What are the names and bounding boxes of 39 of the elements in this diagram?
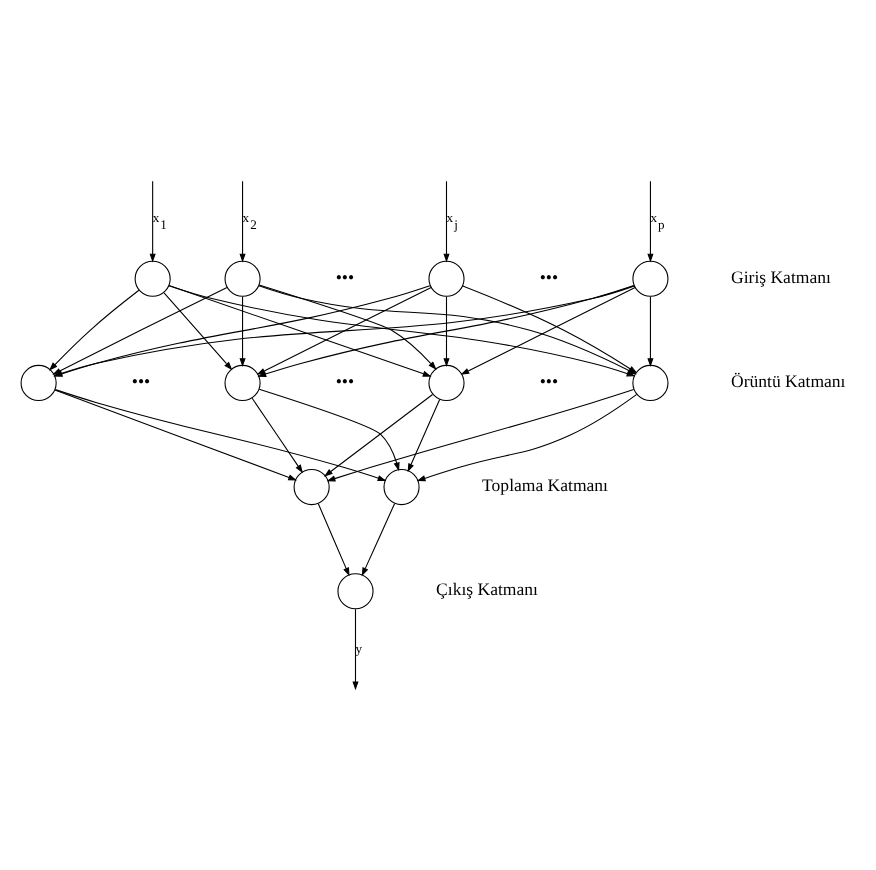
arrow <box>239 180 246 263</box>
label: Giriş Katmanı <box>731 266 831 287</box>
node-circle <box>428 260 465 297</box>
arrow <box>49 289 140 371</box>
label: ••• <box>539 371 559 392</box>
arrow <box>647 180 654 263</box>
arrow <box>416 393 638 482</box>
arrow <box>323 394 434 477</box>
node-circle <box>293 469 330 506</box>
node-circle <box>224 260 261 297</box>
node-circle <box>383 469 420 506</box>
node-circle <box>224 364 261 401</box>
arrow <box>149 180 156 263</box>
arrow <box>443 180 450 263</box>
arrow <box>54 389 387 482</box>
arrow <box>258 388 400 472</box>
label: ••• <box>335 371 355 392</box>
label: Çıkış Katmanı <box>436 579 538 600</box>
arrow <box>239 296 246 367</box>
node-circle <box>428 364 465 401</box>
arrow <box>352 608 359 691</box>
node-circle <box>632 260 669 297</box>
label: ••• <box>539 266 559 287</box>
arrow <box>163 292 233 371</box>
arrow <box>361 503 396 577</box>
label: Toplama Katmanı <box>482 475 608 496</box>
node-circle <box>134 260 171 297</box>
node-circle <box>337 573 374 610</box>
label: ••• <box>335 266 355 287</box>
arrow <box>647 296 654 367</box>
node-circle <box>632 364 669 401</box>
arrow <box>443 296 450 367</box>
arrow <box>54 389 297 481</box>
label: Örüntü Katmanı <box>731 371 846 392</box>
arrow <box>326 388 635 482</box>
arrow <box>407 398 441 473</box>
label: ••• <box>131 371 151 392</box>
arrow <box>251 397 304 474</box>
arrow <box>317 503 350 577</box>
